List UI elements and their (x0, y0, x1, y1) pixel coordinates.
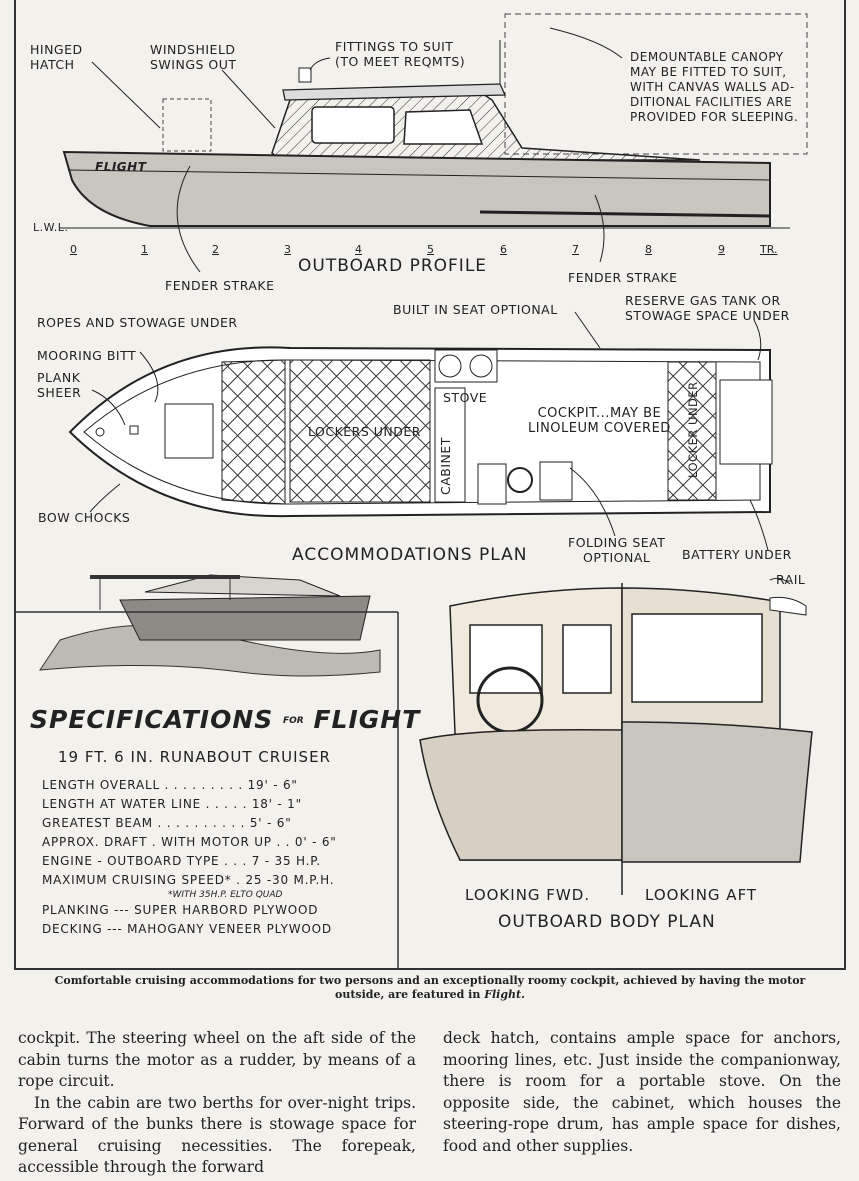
body-plan-title: OUTBOARD BODY PLAN (498, 912, 716, 932)
spec-value: 25 -30 M.P.H. (245, 873, 335, 887)
spec-value: 0' - 6" (294, 835, 337, 849)
spec-heading-word: SPECIFICATIONS (30, 705, 274, 734)
paragraph: deck hatch, contains ample space for anc… (443, 1029, 841, 1155)
spec-label: ENGINE - OUTBOARD TYPE . . . (42, 854, 248, 868)
label-plank-sheer: PLANK SHEER (37, 370, 82, 400)
label-fender-strake-fwd: FENDER STRAKE (165, 278, 275, 293)
spec-row-3: APPROX. DRAFT . WITH MOTOR UP . . 0' - 6… (42, 835, 337, 849)
label-rail: RAIL (776, 572, 806, 587)
paragraph: cockpit. The steering wheel on the aft s… (18, 1029, 416, 1090)
station-0: 0 (70, 243, 77, 256)
spec-label: GREATEST BEAM . . . . . . . . . . (42, 816, 246, 830)
outboard-body-plan (419, 577, 813, 895)
station-3: 3 (284, 243, 291, 256)
spec-row-0: LENGTH OVERALL . . . . . . . . . 19' - 6… (42, 778, 298, 792)
text-column-right: deck hatch, contains ample space for anc… (443, 1028, 841, 1157)
label-fittings: FITTINGS TO SUIT (TO MEET REQMTS) (335, 39, 466, 69)
spec-value: 19' - 6" (247, 778, 298, 792)
spec-label: MAXIMUM CRUISING SPEED* . (42, 873, 241, 887)
spec-for: FOR (283, 716, 304, 726)
label-built-in-seat: BUILT IN SEAT OPTIONAL (393, 302, 558, 317)
profile-title: OUTBOARD PROFILE (298, 256, 488, 276)
station-1: 1 (141, 243, 148, 256)
label-hinged-hatch: HINGED HATCH (30, 42, 83, 72)
spec-decking: DECKING --- MAHOGANY VENEER PLYWOOD (42, 922, 332, 936)
label-stove: STOVE (443, 390, 488, 405)
label-cockpit: COCKPIT...MAY BE LINOLEUM COVERED (528, 406, 671, 436)
label-looking-aft: LOOKING AFT (645, 886, 758, 904)
label-ropes: ROPES AND STOWAGE UNDER (37, 315, 238, 330)
label-locker-under: LOCKER UNDER (686, 381, 700, 478)
label-battery: BATTERY UNDER (682, 547, 792, 562)
caption-boat-name: Flight. (484, 988, 525, 1001)
label-reserve-gas: RESERVE GAS TANK OR STOWAGE SPACE UNDER (625, 293, 790, 323)
station-9: 9 (718, 243, 725, 256)
paragraph: In the cabin are two berths for over-nig… (18, 1093, 416, 1177)
boat-drawings (15, 13, 813, 968)
hull-name: FLIGHT (95, 160, 147, 174)
spec-row-5: MAXIMUM CRUISING SPEED* . 25 -30 M.P.H. (42, 873, 334, 887)
spec-row-1: LENGTH AT WATER LINE . . . . . 18' - 1" (42, 797, 302, 811)
spec-value: 7 - 35 H.P. (251, 854, 322, 868)
spec-value: 5' - 6" (249, 816, 292, 830)
label-fender-strake-aft: FENDER STRAKE (568, 270, 678, 285)
station-transom: TR. (760, 243, 778, 256)
spec-label: LENGTH OVERALL . . . . . . . . . (42, 778, 243, 792)
label-folding-seat: FOLDING SEAT OPTIONAL (568, 535, 666, 565)
spec-row-2: GREATEST BEAM . . . . . . . . . . 5' - 6… (42, 816, 292, 830)
figure-caption: Comfortable cruising accommodations for … (40, 974, 820, 1002)
station-2: 2 (212, 243, 219, 256)
label-looking-fwd: LOOKING FWD. (465, 886, 591, 904)
spec-value: 18' - 1" (251, 797, 302, 811)
spec-boat-name: FLIGHT (313, 705, 421, 734)
station-7: 7 (572, 243, 579, 256)
station-8: 8 (645, 243, 652, 256)
station-5: 5 (427, 243, 434, 256)
accommodations-plan (68, 311, 773, 551)
label-lockers-under: LOCKERS UNDER (308, 424, 421, 439)
label-windshield: WINDSHIELD SWINGS OUT (150, 42, 237, 72)
spec-row-4: ENGINE - OUTBOARD TYPE . . . 7 - 35 H.P. (42, 854, 321, 868)
spec-subtitle: 19 FT. 6 IN. RUNABOUT CRUISER (58, 748, 331, 766)
station-4: 4 (355, 243, 362, 256)
station-6: 6 (500, 243, 507, 256)
caption-text: Comfortable cruising accommodations for … (54, 974, 806, 1001)
spec-label: LENGTH AT WATER LINE . . . . . (42, 797, 248, 811)
label-lwl: L.W.L. (33, 221, 69, 234)
cruising-boat-illustration (39, 574, 381, 677)
text-column-left: cockpit. The steering wheel on the aft s… (18, 1028, 416, 1179)
spec-note: *WITH 35H.P. ELTO QUAD (168, 890, 283, 900)
spec-label: APPROX. DRAFT . WITH MOTOR UP . . (42, 835, 291, 849)
spec-heading: SPECIFICATIONS FOR FLIGHT (30, 705, 420, 734)
label-bow-chocks: BOW CHOCKS (38, 510, 131, 525)
spec-planking: PLANKING --- SUPER HARBORD PLYWOOD (42, 903, 319, 917)
label-cabinet: CABINET (438, 437, 453, 495)
label-canopy: DEMOUNTABLE CANOPY MAY BE FITTED TO SUIT… (630, 50, 799, 124)
outboard-profile (60, 13, 808, 273)
plan-title: ACCOMMODATIONS PLAN (292, 545, 528, 565)
label-mooring-bitt: MOORING BITT (37, 348, 137, 363)
drawing-plate (14, 0, 846, 970)
